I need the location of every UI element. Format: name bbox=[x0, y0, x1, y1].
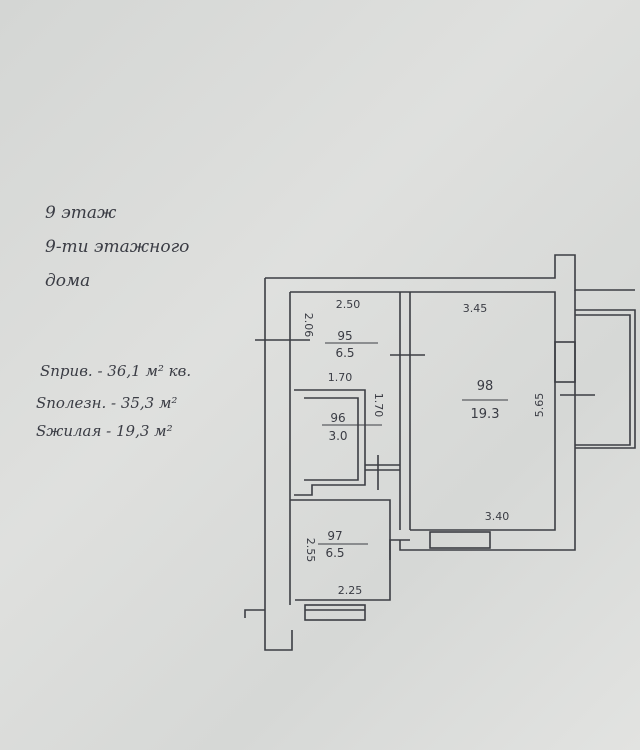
areas-note: Sприв. - 36,1 м² кв. Sполезн. - 35,3 м² … bbox=[36, 362, 191, 440]
dim-kitchen-width: 2.25 bbox=[338, 584, 363, 597]
room-labels: 95 6.5 96 3.0 97 6.5 98 19.3 bbox=[318, 329, 508, 560]
dim-hall-width: 2.50 bbox=[336, 298, 361, 311]
room-98-area: 19.3 bbox=[471, 407, 500, 422]
room-95-area: 6.5 bbox=[335, 346, 354, 360]
dim-kitchen-height: 2.55 bbox=[304, 538, 317, 563]
room-97-id: 97 bbox=[327, 529, 342, 543]
dim-bath-height: 1.70 bbox=[372, 393, 385, 418]
note-building: 9-ти этажного bbox=[45, 237, 189, 257]
dim-room-bottom: 3.40 bbox=[485, 510, 510, 523]
room-96-area: 3.0 bbox=[328, 429, 347, 443]
room-96-id: 96 bbox=[330, 411, 345, 425]
dim-room-height: 5.65 bbox=[533, 393, 546, 418]
area-living: Sжилая - 19,3 м² bbox=[36, 422, 173, 440]
note-floor: 9 этаж bbox=[45, 203, 117, 223]
area-useful: Sполезн. - 35,3 м² bbox=[36, 394, 177, 412]
dim-hall-height: 2.06 bbox=[302, 313, 315, 338]
room-97-area: 6.5 bbox=[325, 546, 344, 560]
dim-room-top: 3.45 bbox=[463, 302, 488, 315]
room-95-id: 95 bbox=[337, 329, 352, 343]
note-house: дома bbox=[45, 271, 90, 291]
room-98-id: 98 bbox=[477, 379, 494, 394]
dimension-labels: 2.50 2.06 1.70 1.70 2.55 2.25 3.45 3.40 … bbox=[302, 298, 546, 597]
walls bbox=[244, 254, 636, 651]
area-total: Sприв. - 36,1 м² кв. bbox=[40, 362, 191, 380]
header-note: 9 этаж 9-ти этажного дома bbox=[45, 203, 189, 291]
dim-bath-width: 1.70 bbox=[328, 371, 353, 384]
